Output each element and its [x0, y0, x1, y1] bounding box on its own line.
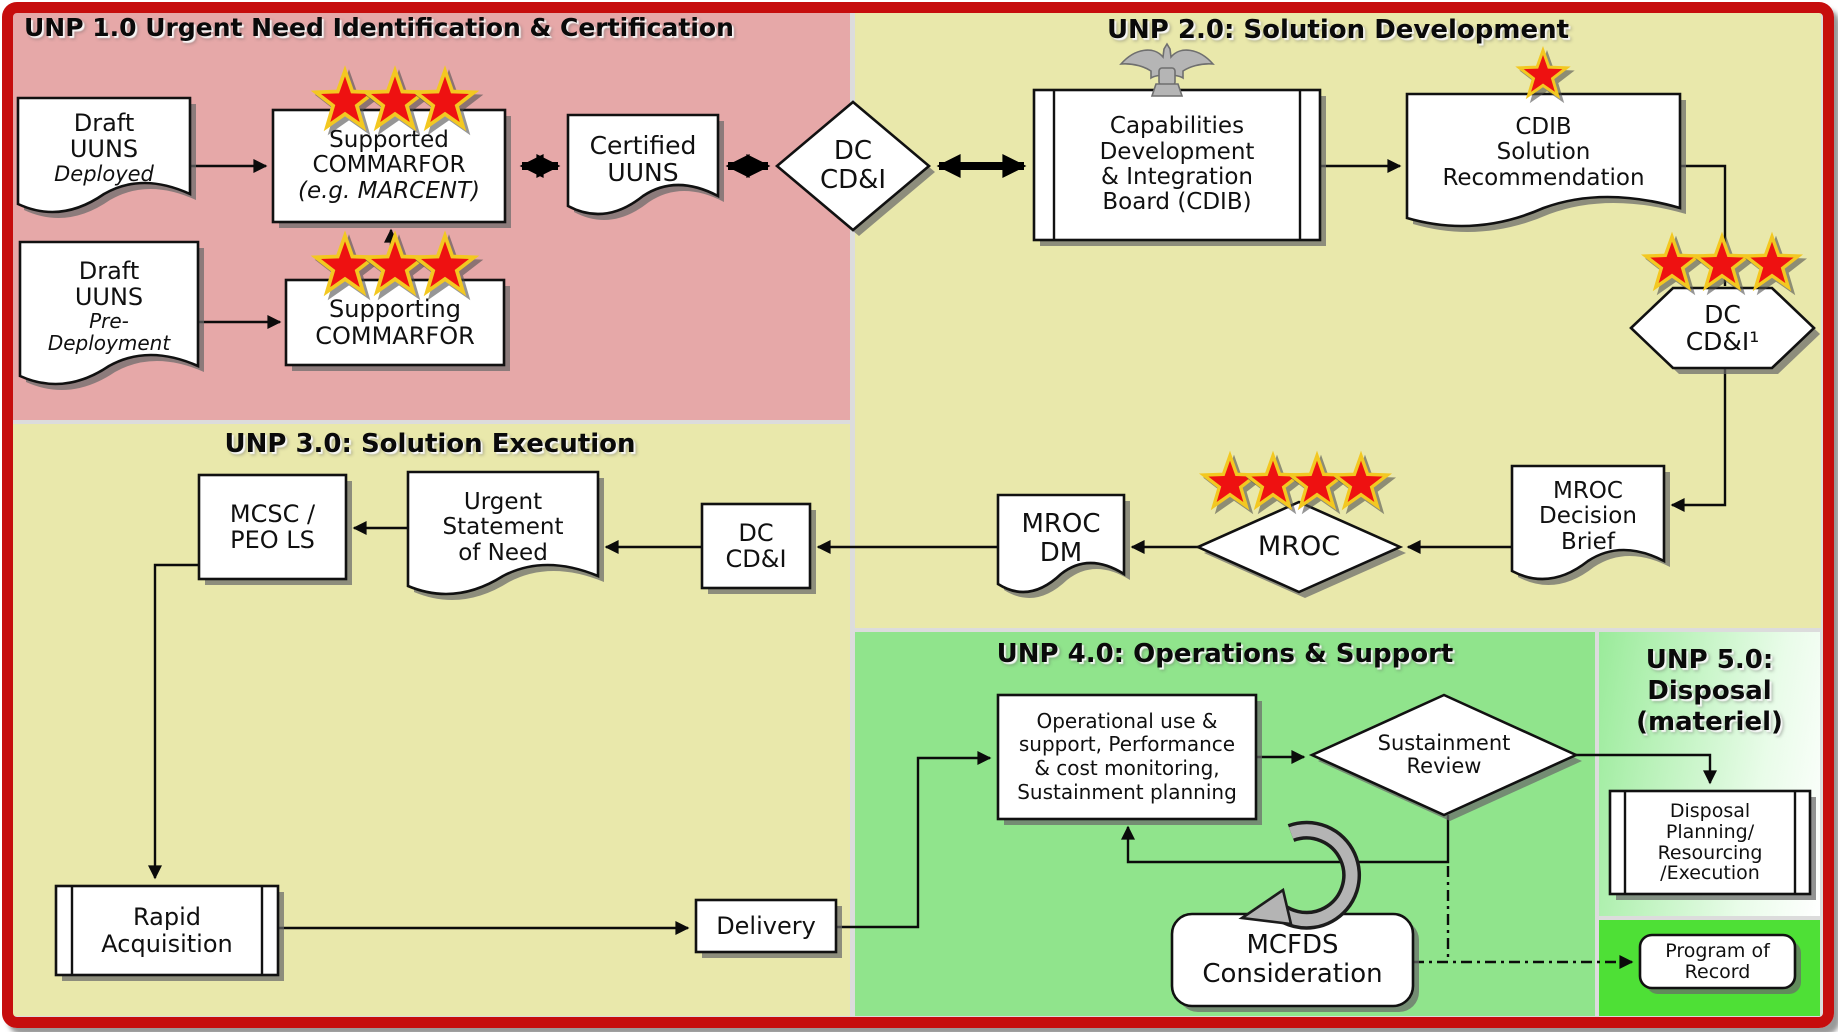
arrow-mcsc-to-rapid: [148, 563, 199, 880]
doc-mroc-dm: [996, 493, 1130, 598]
node-sublabel: (e.g. MARCENT): [297, 177, 481, 204]
star-icon: [1694, 234, 1750, 289]
node-dc-cdi-hexagon: DC CD&I¹: [1685, 299, 1760, 356]
box-supported-commarfor: [271, 108, 511, 228]
node-mroc: MROC: [1257, 531, 1341, 563]
star-icon: [1333, 453, 1389, 508]
node-program-of-record: Program of Record: [1665, 939, 1770, 983]
node-operational-use: Operational use & support, Performance &…: [1017, 708, 1237, 804]
node-cdib-solution-recommendation: CDIB Solution Recommendation: [1442, 114, 1645, 191]
node-dc-cdi-decision: DC CD&I: [819, 136, 887, 195]
box-mcsc-peo-ls: [197, 473, 352, 585]
node-sublabel: Pre- Deployment: [47, 309, 171, 356]
node-cdib-board: Capabilities Development & Integration B…: [1099, 113, 1255, 216]
region-title-unp4: UNP 4.0: Operations & Support: [996, 639, 1454, 669]
node-sustainment-review: Sustainment Review: [1377, 730, 1511, 778]
node-mroc-decision-brief: MROC Decision Brief: [1539, 478, 1637, 555]
node-supporting-commarfor: Supporting COMMARFOR: [315, 295, 475, 350]
node-mcfds-consideration: MCFDS Consideration: [1202, 930, 1383, 989]
region-title-unp5: UNP 5.0: Disposal (materiel): [1636, 645, 1783, 738]
node-supported-commarfor: Supported COMMARFOR (e.g. MARCENT): [273, 110, 505, 222]
arrow-delivery-to-operational: [836, 751, 992, 929]
star-icon: [1202, 453, 1258, 508]
node-draft-uuns-predeployment: Draft UUNS Pre- Deployment: [20, 242, 198, 370]
doc-draft-uuns-predeployment: [18, 240, 204, 390]
box-program-of-record: [1638, 933, 1801, 994]
node-mroc-dm: MROC DM: [1021, 509, 1101, 568]
region-title-unp1: UNP 1.0 Urgent Need Identification & Cer…: [24, 13, 734, 42]
node-disposal-planning: Disposal Planning/ Resourcing /Execution: [1657, 799, 1763, 885]
node-label: Supported COMMARFOR: [312, 127, 466, 179]
doc-mroc-decision-brief: [1510, 464, 1670, 585]
doc-cdib-solution-recommendation: [1405, 92, 1686, 232]
node-sublabel: Deployed: [54, 161, 154, 186]
arrow-sustainment-loopback: [1121, 815, 1450, 864]
star-icon: [1518, 49, 1568, 97]
node-draft-uuns-deployed: Draft UUNS Deployed: [18, 98, 190, 198]
box-dc-cdi: [700, 502, 816, 594]
diamond-dc-cdi: [774, 100, 935, 236]
star-icon: [1644, 234, 1700, 289]
doc-certified-uuns: [566, 113, 724, 220]
node-label: Draft UUNS: [69, 109, 139, 164]
box-rapid-acquisition: [54, 884, 284, 981]
node-certified-uuns: Certified UUNS: [589, 130, 697, 187]
colonel-eagle-insignia-icon: [1119, 42, 1215, 97]
doc-urgent-statement-of-need: [406, 470, 604, 600]
box-operational-use: [996, 693, 1262, 825]
node-mcsc-peo-ls: MCSC / PEO LS: [229, 499, 316, 554]
star-icon: [1245, 453, 1301, 508]
box-delivery: [694, 898, 842, 958]
star-icon: [1744, 234, 1800, 289]
diamond-sustainment-review: [1308, 693, 1582, 821]
box-mcfds-consideration: [1170, 912, 1419, 1012]
node-delivery: Delivery: [716, 911, 816, 940]
node-rapid-acquisition: Rapid Acquisition: [101, 903, 233, 958]
arrow-sustainment-to-disposal: [1576, 753, 1717, 785]
diamond-mroc: [1194, 500, 1406, 598]
doc-draft-uuns-deployed: [16, 96, 196, 218]
sustainment-loop-arrow-icon: [1238, 820, 1362, 930]
hex-dc-cdi: [1629, 286, 1820, 374]
region-title-unp2: UNP 2.0: Solution Development: [1106, 15, 1570, 45]
star-icon: [1289, 453, 1345, 508]
region-title-unp3: UNP 3.0: Solution Execution: [224, 429, 636, 459]
box-cdib-board: [1032, 88, 1326, 246]
box-supporting-commarfor: [284, 278, 510, 371]
node-urgent-statement-of-need: Urgent Statement of Need: [442, 489, 564, 566]
node-dc-cdi-execution: DC CD&I: [725, 518, 787, 573]
arrow-hexagon-to-mroc-brief: [1670, 368, 1727, 512]
box-disposal-planning: [1608, 789, 1816, 900]
node-label: Draft UUNS: [74, 256, 144, 311]
